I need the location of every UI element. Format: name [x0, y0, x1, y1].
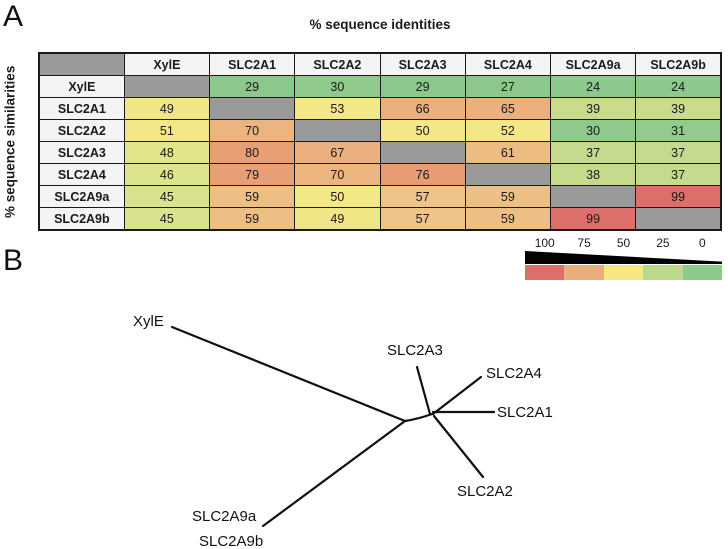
- legend-tick-label: 50: [616, 236, 631, 250]
- col-header-slc2a4: SLC2A4: [464, 52, 552, 76]
- matrix-cell: 66: [379, 97, 466, 120]
- matrix-cell: 24: [635, 75, 722, 98]
- branch-slc2a2: [432, 414, 485, 479]
- legend-color-segment: [564, 265, 604, 280]
- taxon-label-slc2a9b: SLC2A9b: [199, 533, 263, 549]
- taxon-label-slc2a9a: SLC2A9a: [192, 508, 257, 525]
- col-header-slc2a9a: SLC2A9a: [549, 52, 637, 76]
- matrix-cell: 37: [635, 163, 722, 186]
- legend-color-segment: [643, 265, 683, 280]
- legend-tick-label: 100: [534, 236, 555, 250]
- row-header-slc2a9b: SLC2A9b: [38, 207, 125, 231]
- matrix-cell: 48: [123, 141, 211, 164]
- matrix-cell: 59: [464, 207, 552, 231]
- matrix-cell: 59: [208, 185, 296, 208]
- matrix-cell: 59: [208, 207, 296, 231]
- row-header-slc2a9a: SLC2A9a: [38, 185, 125, 208]
- row-header-slc2a3: SLC2A3: [38, 141, 125, 164]
- matrix-cell: 99: [549, 207, 637, 231]
- matrix-cell: 45: [123, 207, 211, 231]
- matrix-cell: 49: [123, 97, 211, 120]
- branch-internal: [403, 412, 434, 423]
- matrix-cell: 24: [549, 75, 637, 98]
- col-header-xyle: XylE: [123, 52, 211, 76]
- branch-xyle: [170, 325, 407, 423]
- matrix-cell: 67: [294, 141, 381, 164]
- diagonal-cell: [549, 185, 637, 208]
- legend-tick-labels: 100 75 50 25 0: [525, 236, 722, 250]
- matrix-cell: 70: [208, 119, 296, 142]
- matrix-cell: 70: [294, 163, 381, 186]
- matrix-cell: 29: [379, 75, 466, 98]
- matrix-cell: 61: [464, 141, 552, 164]
- taxon-label-slc2a3: SLC2A3: [387, 342, 443, 359]
- matrix-cell: 51: [123, 119, 211, 142]
- matrix-cell: 49: [294, 207, 381, 231]
- matrix-corner-cell: [38, 52, 125, 76]
- panel-a-label: A: [3, 0, 24, 33]
- matrix-cell: 37: [549, 141, 637, 164]
- matrix-cell: 57: [379, 207, 466, 231]
- matrix-cell: 99: [635, 185, 722, 208]
- row-header-slc2a2: SLC2A2: [38, 119, 125, 142]
- taxon-label-slc2a4: SLC2A4: [486, 365, 542, 382]
- matrix-cell: 59: [464, 185, 552, 208]
- matrix-cell: 52: [464, 119, 552, 142]
- identities-axis-title: % sequence identities: [309, 17, 451, 32]
- matrix-cell: 30: [294, 75, 381, 98]
- legend-color-segment: [525, 265, 565, 280]
- matrix-cell: 50: [294, 185, 381, 208]
- col-header-slc2a3: SLC2A3: [379, 52, 466, 76]
- legend-tick-label: 25: [656, 236, 670, 250]
- legend-tick-label: 0: [698, 236, 706, 250]
- taxon-label-xyle: XylE: [133, 313, 164, 330]
- matrix-cell: 27: [464, 75, 552, 98]
- legend-tick-label: 75: [577, 236, 591, 250]
- legend-color-segment: [682, 265, 723, 280]
- row-header-slc2a4: SLC2A4: [38, 163, 125, 186]
- matrix-cell: 39: [549, 97, 637, 120]
- matrix-cell: 65: [464, 97, 552, 120]
- matrix-cell: 79: [208, 163, 296, 186]
- legend-color-segment: [603, 265, 644, 280]
- matrix-cell: 45: [123, 185, 211, 208]
- branch-slc2a4: [431, 375, 483, 416]
- taxon-label-slc2a1: SLC2A1: [497, 404, 553, 421]
- matrix-cell: 46: [123, 163, 211, 186]
- matrix-cell: 29: [208, 75, 296, 98]
- branch-slc2a9: [261, 419, 407, 528]
- matrix-cell: 57: [379, 185, 466, 208]
- col-header-slc2a9b: SLC2A9b: [635, 52, 722, 76]
- branch-slc2a3: [415, 365, 432, 416]
- diagonal-cell: [208, 97, 296, 120]
- matrix-cell: 38: [549, 163, 637, 186]
- legend-color-bar: [525, 265, 723, 280]
- diagonal-cell: [464, 163, 552, 186]
- color-scale-legend: 100 75 50 25 0: [525, 236, 723, 280]
- panel-b-label: B: [3, 244, 24, 277]
- diagonal-cell: [635, 207, 722, 231]
- row-header-slc2a1: SLC2A1: [38, 97, 125, 120]
- taxon-label-slc2a2: SLC2A2: [457, 483, 513, 500]
- diagonal-cell: [123, 75, 211, 98]
- matrix-cell: 80: [208, 141, 296, 164]
